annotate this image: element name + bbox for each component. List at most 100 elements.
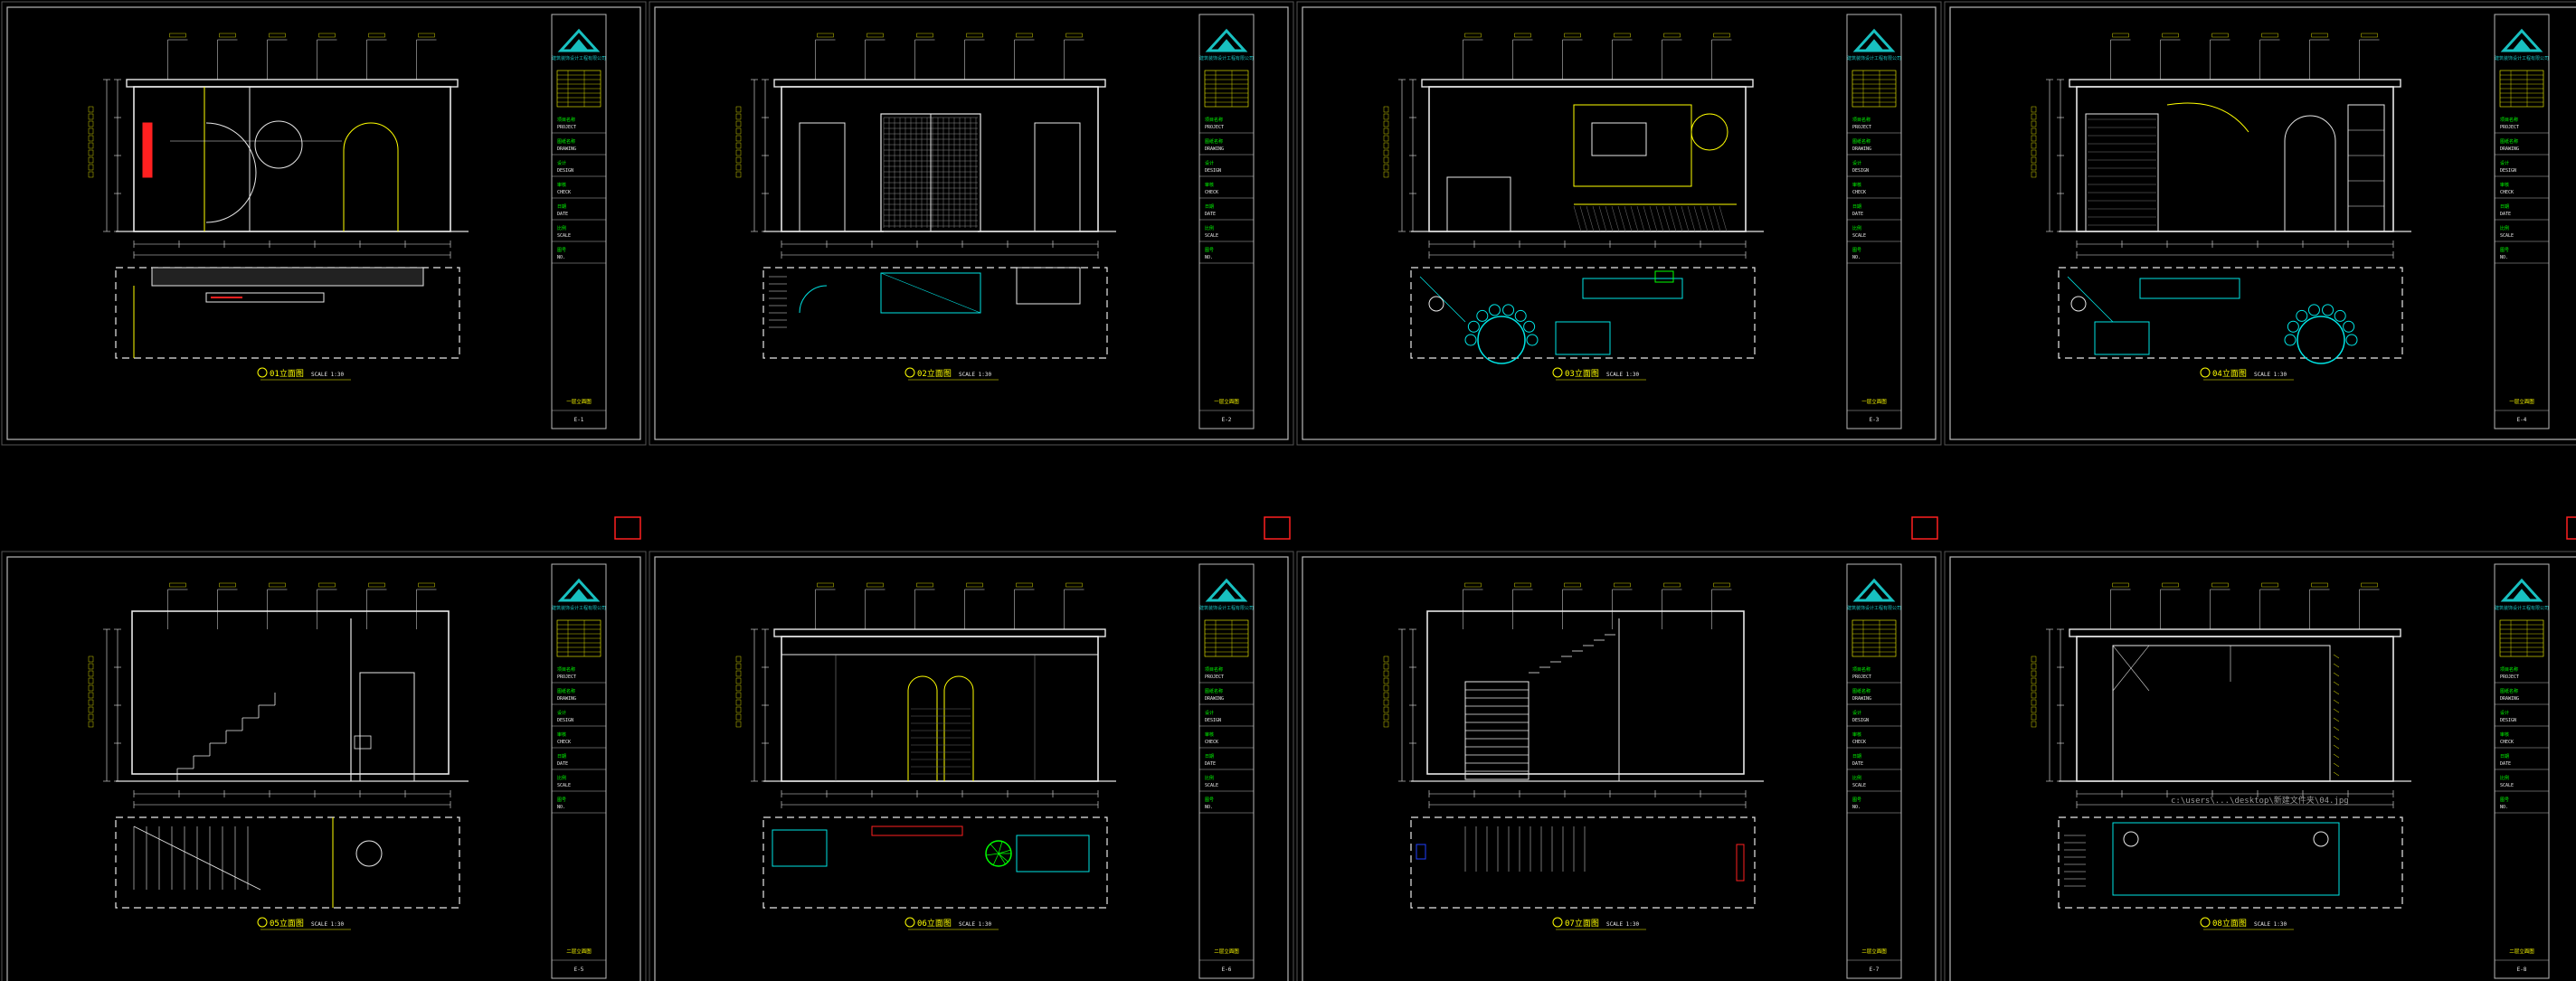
view-scale: SCALE 1:30	[959, 372, 992, 378]
title-block-label: 项目名称	[1205, 117, 1223, 123]
view-scale: SCALE 1:30	[2254, 372, 2287, 378]
title-block-label: 图纸名称	[557, 138, 575, 145]
lamp-icon	[2123, 831, 2139, 847]
title-block-label: DESIGN	[1852, 168, 1869, 174]
cabinet-plan	[880, 272, 981, 314]
title-block-label: 图号	[1852, 248, 1861, 253]
title-block-label: 比例	[557, 225, 566, 231]
title-block-label: 日期	[2500, 754, 2509, 759]
title-block-label: NO.	[2500, 255, 2508, 260]
drawing-name: 一层立面图	[1214, 398, 1239, 405]
sheet-frame	[6, 556, 641, 981]
title-block-label: 审核	[2500, 182, 2509, 188]
sheet-outer-frame	[1296, 551, 1942, 981]
view-scale: SCALE 1:30	[2254, 921, 2287, 928]
title-block-label: 日期	[1852, 204, 1861, 210]
sheet-frame	[1949, 6, 2576, 440]
sheet-frame	[1949, 556, 2576, 981]
floor-plan-outline	[762, 816, 1108, 909]
title-block	[1198, 563, 1255, 979]
title-block-label: 审核	[1852, 182, 1861, 188]
dining-chair	[2343, 320, 2355, 333]
arched-door	[343, 122, 399, 231]
title-block-label: DRAWING	[2500, 146, 2519, 152]
title-block-label: SCALE	[2500, 783, 2514, 788]
title-block	[1846, 14, 1902, 429]
title-block-label: 图纸名称	[2500, 688, 2518, 694]
title-block-label: DATE	[557, 212, 568, 217]
dining-chair	[2345, 334, 2358, 346]
title-block-label: 审核	[1205, 182, 1214, 188]
title-block	[551, 14, 607, 429]
round-mirror	[1690, 113, 1728, 151]
title-block-label: DRAWING	[1205, 146, 1224, 152]
title-block-label: 比例	[2500, 775, 2509, 781]
title-block-label: 设计	[1205, 710, 1214, 716]
title-block-label: 比例	[2500, 225, 2509, 231]
title-block-label: CHECK	[2500, 740, 2514, 745]
title-block-label: 图号	[1205, 248, 1214, 253]
title-block-label: DESIGN	[1852, 718, 1869, 723]
title-block-label: 设计	[2500, 160, 2509, 166]
dining-chair	[1502, 304, 1515, 316]
title-block-label: SCALE	[1852, 783, 1866, 788]
caption-marker-icon	[904, 917, 915, 928]
ceiling-line	[2069, 79, 2401, 88]
view-caption: 08立面图	[2212, 918, 2247, 929]
title-block-label: PROJECT	[557, 125, 576, 130]
floor-plan-outline	[115, 816, 460, 909]
sheet-number: E-3	[1870, 417, 1880, 423]
drawing-name: 二层立面图	[1214, 948, 1239, 955]
title-block-label: 设计	[1852, 710, 1861, 716]
company-name: 建筑装饰设计工程有限公司	[1847, 55, 1901, 61]
sofa-plan	[2139, 278, 2240, 299]
title-block-label: 设计	[2500, 710, 2509, 716]
sheet-frame	[654, 6, 1289, 440]
view-scale: SCALE 1:30	[959, 921, 992, 928]
view-scale: SCALE 1:30	[1606, 372, 1640, 378]
sheet-outer-frame	[1, 551, 647, 981]
elevation-outline	[2076, 86, 2394, 232]
view-caption: 07立面图	[1565, 918, 1599, 929]
title-block-label: 图纸名称	[1852, 138, 1870, 145]
title-block-label: DESIGN	[557, 718, 573, 723]
title-block-label: 日期	[1852, 754, 1861, 759]
company-name: 建筑装饰设计工程有限公司	[2495, 605, 2549, 611]
title-block-label: 项目名称	[1852, 117, 1870, 123]
title-block-label: CHECK	[557, 190, 571, 195]
title-block-label: PROJECT	[2500, 125, 2519, 130]
title-block-label: SCALE	[1205, 233, 1218, 239]
title-block-label: SCALE	[2500, 233, 2514, 239]
title-block-label: DESIGN	[1205, 718, 1221, 723]
viewport-marker	[1264, 516, 1291, 540]
bedroom-wall-panel	[2112, 645, 2331, 782]
title-block-label: DATE	[557, 761, 568, 767]
title-block-label: PROJECT	[1852, 125, 1871, 130]
title-block-label: DATE	[2500, 761, 2511, 767]
view-caption: 01立面图	[270, 368, 304, 379]
title-block	[551, 563, 607, 979]
dining-chair	[1523, 320, 1536, 333]
dining-chair	[2307, 304, 2320, 316]
title-block-label: 图纸名称	[1205, 688, 1223, 694]
title-block-label: DATE	[1852, 761, 1863, 767]
dining-chair	[2287, 320, 2299, 333]
title-block-label: PROJECT	[2500, 674, 2519, 680]
title-block-label: NO.	[1852, 255, 1861, 260]
ceiling-line	[1421, 79, 1754, 88]
view-caption: 05立面图	[270, 918, 304, 929]
title-block-label: NO.	[1205, 255, 1213, 260]
drawing-name: 二层立面图	[2509, 948, 2534, 955]
title-block-label: DRAWING	[557, 696, 576, 702]
company-name: 建筑装饰设计工程有限公司	[1199, 55, 1254, 61]
arched-door-left	[907, 675, 938, 781]
viewport-marker	[614, 516, 641, 540]
title-block-label: 审核	[2500, 731, 2509, 738]
title-block-label: 项目名称	[2500, 117, 2518, 123]
